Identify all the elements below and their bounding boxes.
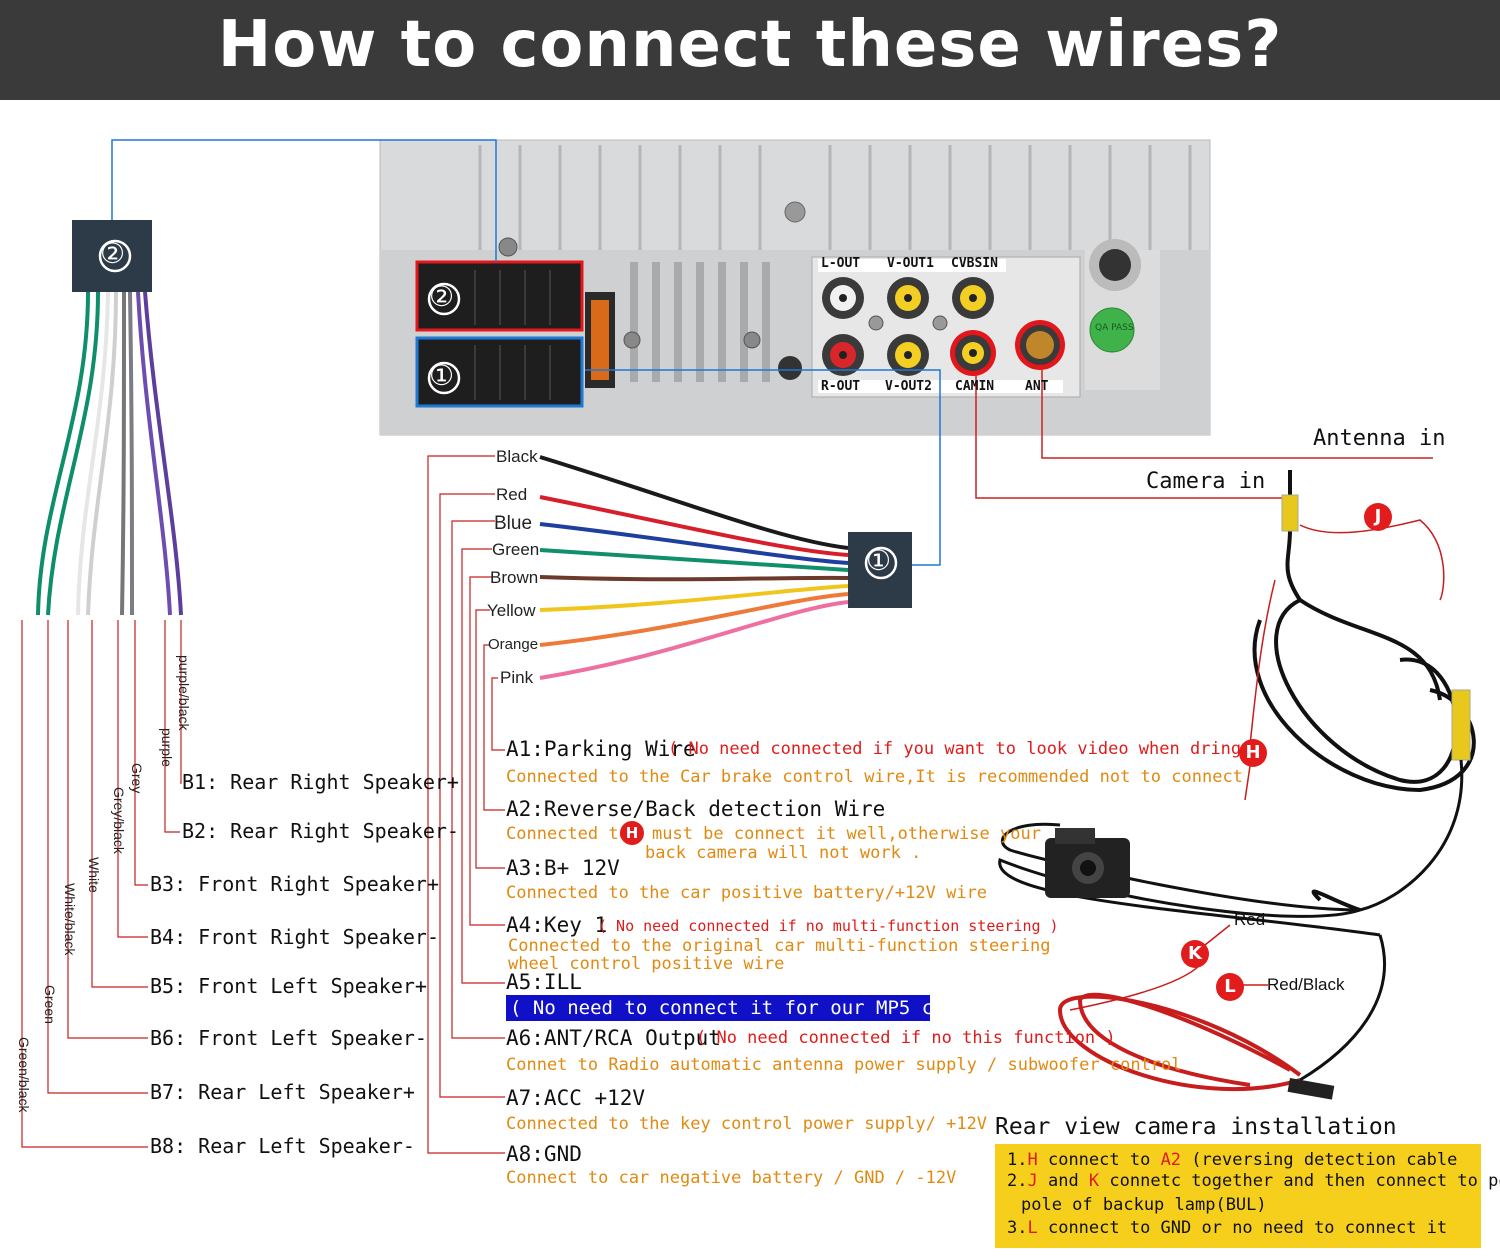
wire-label-red: Red bbox=[496, 485, 528, 504]
rca-jacks bbox=[822, 277, 1065, 376]
pin-b8-label: B8: Rear Left Speaker- bbox=[150, 1134, 415, 1158]
pin-a4-note: ( No need connected if no multi-function… bbox=[598, 917, 1059, 935]
wire-label-grey: Grey bbox=[129, 763, 145, 794]
port-label-camin: CAMIN bbox=[955, 379, 995, 394]
wire-label-yellow: Yellow bbox=[487, 601, 536, 620]
wire-label-orange: Orange bbox=[488, 636, 539, 653]
wire-label-purple: purple bbox=[159, 728, 175, 767]
wire-label-pink: Pink bbox=[500, 668, 534, 687]
pin-b2-label: B2: Rear Right Speaker- bbox=[182, 819, 459, 843]
pin-b3-label: B3: Front Right Speaker+ bbox=[150, 872, 439, 896]
wire-label-green-black: Green/black bbox=[16, 1037, 32, 1113]
pin-a8-title: A8:GND bbox=[506, 1142, 582, 1166]
pin-a8-desc: Connect to car negative battery / GND / … bbox=[506, 1168, 957, 1188]
pin-a2-h-badge: H bbox=[620, 821, 644, 845]
install-line-1: 1.H connect to A2 (reversing detection c… bbox=[1007, 1150, 1458, 1170]
install-line-3: pole of backup lamp(BUL) bbox=[1021, 1195, 1267, 1215]
camera-kit bbox=[998, 470, 1476, 1100]
install-line-2: 2.J and K connetc together and then conn… bbox=[1007, 1171, 1500, 1191]
port-label-v-out1: V-OUT1 bbox=[887, 256, 934, 271]
pin-a7-desc: Connected to the key control power suppl… bbox=[506, 1114, 988, 1134]
connector-1-label-unit: ① bbox=[429, 359, 455, 392]
wire-label-grey-black: Grey/black bbox=[111, 787, 127, 854]
connector-2-label-unit: ② bbox=[429, 280, 455, 313]
pin-a3-desc: Connected to the car positive battery/+1… bbox=[506, 883, 988, 903]
wire-label-green-b: Green bbox=[42, 985, 58, 1024]
harness-1 bbox=[427, 369, 941, 1154]
pin-a2-desc-line2: back camera will not work . bbox=[645, 843, 922, 863]
pin-a2-title: A2:Reverse/Back detection Wire bbox=[506, 797, 886, 821]
pin-a1-title: A1:Parking Wire bbox=[506, 737, 696, 761]
head-unit bbox=[379, 139, 1211, 436]
pin-a1-note: ( No need connected if you want to look … bbox=[668, 739, 1262, 759]
antenna-in-label: Antenna in bbox=[1313, 426, 1446, 451]
wire-label-white: White bbox=[86, 857, 102, 893]
port-label-v-out2: V-OUT2 bbox=[885, 379, 932, 394]
pin-a4-desc-line1: Connected to the original car multi-func… bbox=[508, 936, 1051, 956]
pin-b1-label: B1: Rear Right Speaker+ bbox=[182, 770, 459, 794]
wire-label-black: Black bbox=[496, 447, 538, 466]
wire-label-brown: Brown bbox=[490, 568, 539, 587]
pin-a6-title: A6:ANT/RCA Output bbox=[506, 1026, 721, 1050]
pin-b6-label: B6: Front Left Speaker- bbox=[150, 1026, 427, 1050]
connector-1-label-harness: ① bbox=[866, 544, 892, 577]
port-label-l-out: L-OUT bbox=[821, 256, 861, 271]
heat-fins bbox=[478, 145, 1192, 250]
install-box: 1.H connect to A2 (reversing detection c… bbox=[995, 1144, 1500, 1248]
title-banner: How to connect these wires? bbox=[0, 0, 1500, 100]
pin-a1-desc: Connected to the Car brake control wire,… bbox=[506, 767, 1243, 787]
camera-badge-h: H bbox=[1239, 739, 1267, 767]
port-label-r-out: R-OUT bbox=[821, 379, 861, 394]
camera-wire-red-black-label: Red/Black bbox=[1267, 975, 1345, 994]
pin-a6-desc: Connet to Radio automatic antenna power … bbox=[506, 1055, 1182, 1075]
pin-b5-label: B5: Front Left Speaker+ bbox=[150, 974, 427, 998]
pin-a7-title: A7:ACC +12V bbox=[506, 1086, 646, 1110]
camera-badge-k: K bbox=[1181, 940, 1209, 968]
port-label-cvbsin: CVBSIN bbox=[951, 256, 998, 271]
wire-label-green: Green bbox=[492, 540, 540, 559]
install-line-4: 3.L connect to GND or no need to connect… bbox=[1007, 1218, 1448, 1238]
camera-in-label: Camera in bbox=[1146, 469, 1266, 494]
pin-b7-label: B7: Rear Left Speaker+ bbox=[150, 1080, 415, 1104]
pin-a5-note: ( No need to connect it for our MP5 car … bbox=[506, 995, 1059, 1021]
camera-badge-l: L bbox=[1216, 973, 1244, 1001]
vent-slots bbox=[630, 262, 770, 382]
port-label-ant: ANT bbox=[1025, 379, 1049, 394]
pin-a4-desc-line2: wheel control positive wire bbox=[508, 954, 785, 974]
pin-a2-desc-post: must be connect it well,otherwise your bbox=[652, 824, 1041, 844]
wire-label-blue: Blue bbox=[494, 513, 533, 534]
install-title: Rear view camera installation bbox=[995, 1114, 1397, 1140]
pin-a2-desc-pre: Connected to bbox=[506, 824, 629, 844]
pin-a3-title: A3:B+ 12V bbox=[506, 856, 620, 880]
page-title: How to connect these wires? bbox=[217, 8, 1283, 82]
camera-wire-red-label: Red bbox=[1234, 910, 1266, 929]
callout-lines bbox=[975, 370, 1433, 499]
wire-label-white-black: White/black bbox=[62, 883, 78, 956]
harness-2 bbox=[21, 139, 497, 1148]
pin-a5-title: A5:ILL bbox=[506, 970, 582, 994]
pin-b4-label: B4: Front Right Speaker- bbox=[150, 925, 439, 949]
pin-a4-title: A4:Key 1 bbox=[506, 913, 608, 937]
camera-badge-j: J bbox=[1364, 503, 1392, 531]
pin-a6-note: ( No need connected if no this function … bbox=[696, 1028, 1116, 1048]
wire-label-purple-black: purple/black bbox=[176, 655, 192, 731]
connector-2-label-harness: ② bbox=[100, 237, 126, 270]
qa-pass-badge: QA PASS bbox=[1095, 323, 1134, 333]
